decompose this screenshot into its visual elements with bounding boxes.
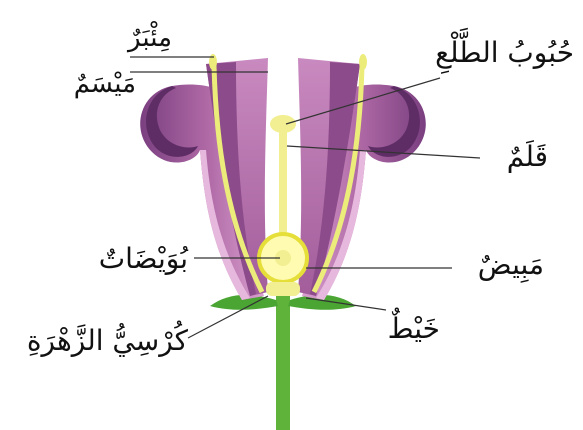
- label-ovary: مَبِيضٌ: [478, 248, 544, 283]
- stem: [276, 290, 290, 430]
- label-ovules: بُوَيْضَاتٌ: [99, 242, 189, 275]
- label-filament: خَيْطٌ: [388, 307, 440, 345]
- label-receptacle: كُرْسِيُّ الزَّهْرَةِ: [27, 320, 189, 357]
- label-style: قَلَمٌ: [507, 140, 548, 173]
- anther-right: [359, 54, 367, 70]
- style: [279, 128, 287, 240]
- label-pollen: حُبُوبُ الطَّلْعِ: [435, 27, 574, 74]
- label-anther: مِئْبَرٌ: [126, 21, 172, 53]
- receptacle: [266, 282, 300, 296]
- label-stigma: مَيْسَمٌ: [74, 69, 136, 99]
